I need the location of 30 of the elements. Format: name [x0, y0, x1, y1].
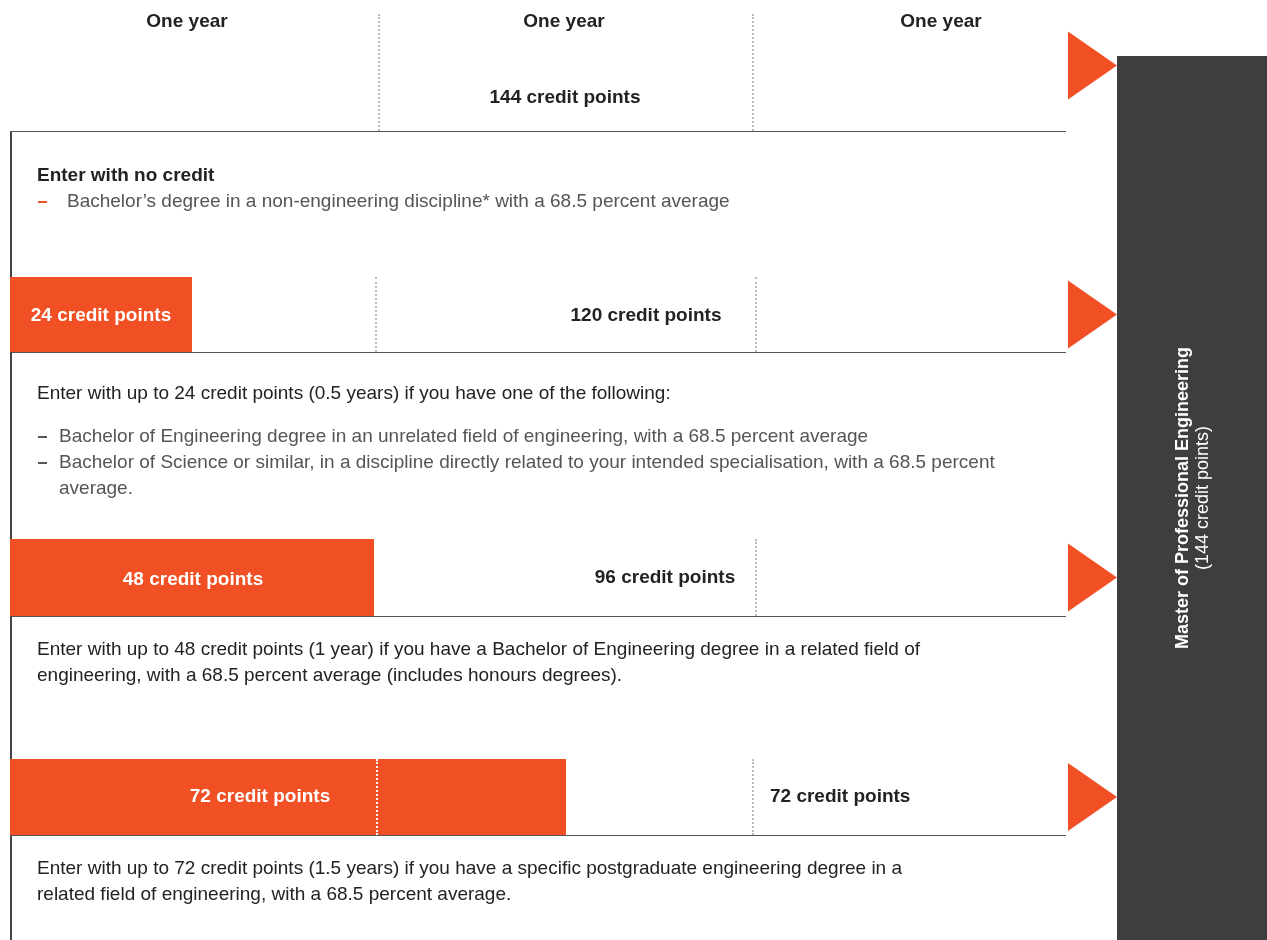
credit-points-label: 96 credit points: [594, 566, 736, 588]
credit-bar: [10, 277, 192, 352]
column-heading: One year: [900, 9, 982, 33]
credit-points-label: 120 credit points: [570, 304, 722, 326]
description-text: Enter with up to 72 credit points (1.5 years) if you have a specific postgraduate engineering degree in a related field of engineering, with a 68.5 percent average.: [37, 856, 904, 906]
panel-subtitle: (144 credit points): [1192, 424, 1212, 573]
arrow: [1068, 763, 1117, 831]
panel-title: Master of Professional Engineering: [1172, 346, 1192, 650]
bullet-text: Bachelor of Science or similar, in a discipline directly related to your intended specialisation, with a 68.5 percent average.: [59, 450, 996, 500]
arrow: [1068, 31, 1117, 100]
credit-points-label: 144 credit points: [489, 86, 641, 108]
degree-panel: [1117, 56, 1267, 940]
column-heading: One year: [523, 9, 605, 33]
arrow: [1068, 543, 1117, 612]
section-heading: Enter with no credit: [37, 163, 215, 187]
description-text: Enter with up to 24 credit points (0.5 years) if you have one of the following:: [37, 381, 671, 405]
credit-points-label: 72 credit points: [189, 785, 331, 807]
credit-points-label: 48 credit points: [122, 568, 264, 590]
timeline-band: [10, 277, 1066, 353]
column-heading: One year: [146, 9, 228, 33]
credit-bar: [10, 539, 374, 616]
credit-points-label: 72 credit points: [770, 785, 911, 807]
description-text: Enter with up to 48 credit points (1 year) if you have a Bachelor of Engineering degree in a related field of engineering, with a 68.5 percent average (includes honours degrees).: [37, 637, 921, 687]
credit-points-label: 24 credit points: [30, 304, 172, 326]
bullet-text: Bachelor’s degree in a non-engineering discipline* with a 68.5 percent average: [67, 189, 730, 213]
timeline-band: [10, 759, 1066, 836]
arrow: [1068, 280, 1117, 349]
credit-bar: [10, 759, 566, 835]
bullet-text: Bachelor of Engineering degree in an unrelated field of engineering, with a 68.5 percent average: [59, 424, 870, 448]
timeline-band: [10, 539, 1066, 617]
